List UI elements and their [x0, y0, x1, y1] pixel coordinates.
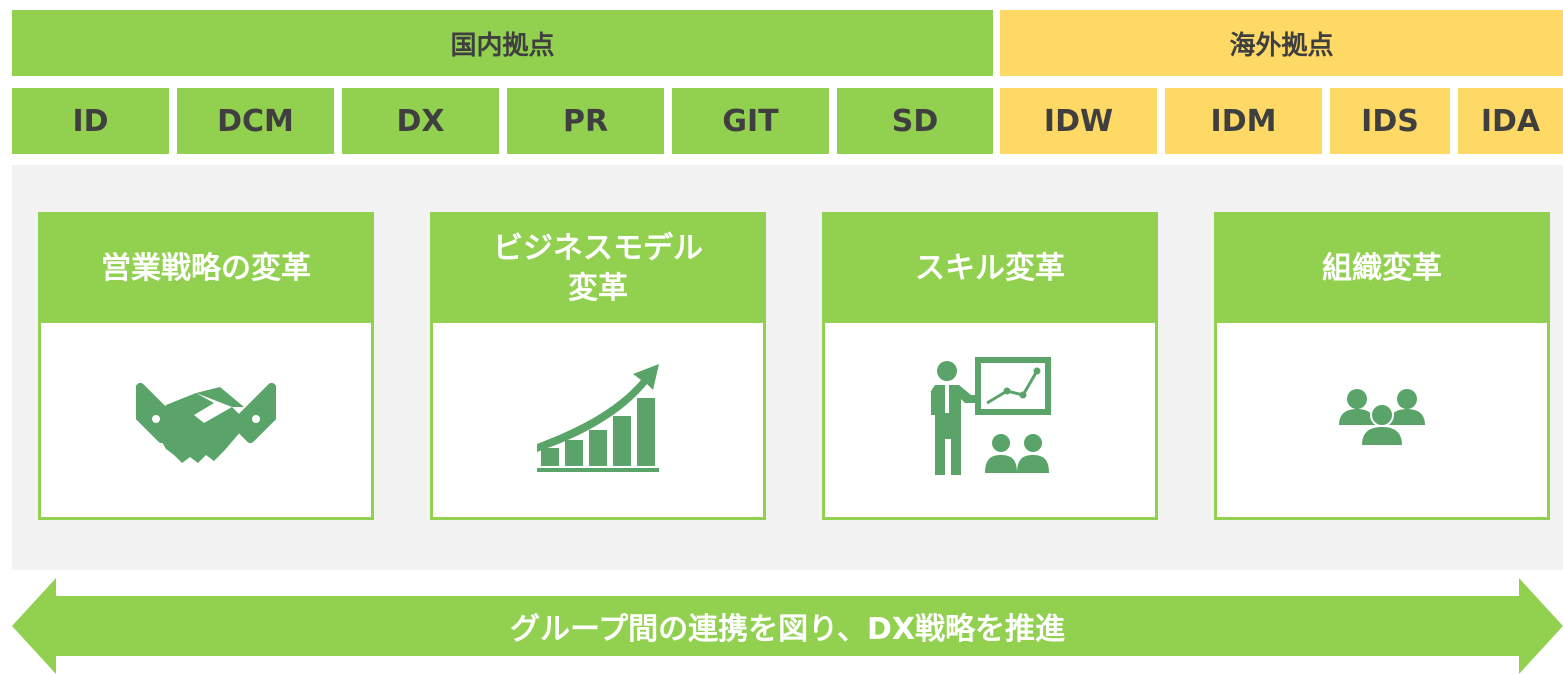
card-title-line1: ビジネスモデル: [493, 231, 703, 266]
unit-label: IDS: [1361, 103, 1419, 139]
domestic-header: 国内拠点: [12, 10, 993, 76]
unit-ids: IDS: [1330, 88, 1450, 154]
card-skill: スキル変革: [822, 212, 1158, 520]
growth-chart-icon: [433, 323, 763, 517]
team-icon: [1217, 323, 1547, 517]
unit-label: IDA: [1480, 103, 1541, 139]
card-title: ビジネスモデル 変革: [433, 215, 763, 323]
unit-label: ID: [72, 103, 109, 139]
handshake-icon: [41, 323, 371, 517]
unit-sd: SD: [837, 88, 993, 154]
card-sales-strategy: 営業戦略の変革: [38, 212, 374, 520]
unit-label: SD: [891, 103, 939, 139]
unit-label: DCM: [217, 103, 294, 139]
unit-label: IDW: [1043, 103, 1114, 139]
presentation-icon: [825, 323, 1155, 517]
unit-git: GIT: [672, 88, 829, 154]
collaboration-arrow: グループ間の連携を図り、DX戦略を推進: [12, 578, 1563, 674]
domestic-title: 国内拠点: [450, 30, 555, 61]
unit-id: ID: [12, 88, 169, 154]
card-title-line1: スキル変革: [915, 251, 1065, 286]
overseas-title: 海外拠点: [1229, 30, 1334, 61]
overseas-header: 海外拠点: [1000, 10, 1563, 76]
unit-dcm: DCM: [177, 88, 334, 154]
card-title: スキル変革: [825, 215, 1155, 323]
unit-ida: IDA: [1458, 88, 1563, 154]
unit-dx: DX: [342, 88, 499, 154]
unit-label: GIT: [722, 103, 779, 139]
unit-idm: IDM: [1165, 88, 1322, 154]
card-title-line2: 変革: [568, 271, 628, 306]
unit-label: DX: [396, 103, 445, 139]
card-business-model: ビジネスモデル 変革: [430, 212, 766, 520]
card-title: 営業戦略の変革: [41, 215, 371, 323]
unit-label: IDM: [1210, 103, 1277, 139]
card-title: 組織変革: [1217, 215, 1547, 323]
unit-label: PR: [562, 103, 609, 139]
unit-idw: IDW: [1000, 88, 1157, 154]
unit-pr: PR: [507, 88, 664, 154]
arrow-label: グループ間の連携を図り、DX戦略を推進: [509, 612, 1066, 647]
card-title-line1: 組織変革: [1322, 251, 1442, 286]
card-organization: 組織変革: [1214, 212, 1550, 520]
card-title-line1: 営業戦略の変革: [101, 251, 311, 286]
